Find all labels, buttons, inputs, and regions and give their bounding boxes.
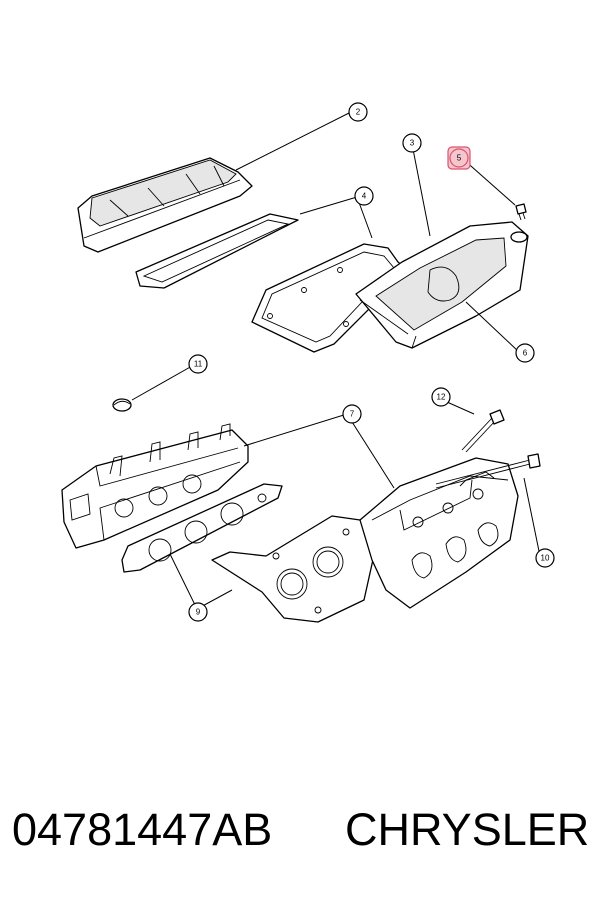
- callout-label-7: 7: [350, 410, 355, 419]
- callout-2: 2: [348, 102, 368, 122]
- part-number: 04781447AB: [12, 804, 273, 855]
- leader-lines: [131, 111, 541, 610]
- callout-label-4: 4: [362, 192, 367, 201]
- brand-name: CHRYSLER: [345, 804, 590, 855]
- head-gasket-right: [211, 515, 377, 623]
- callout-label-10: 10: [541, 554, 550, 563]
- callout-9: 9: [188, 602, 208, 622]
- callout-label-6: 6: [523, 349, 528, 358]
- callout-3: 3: [402, 133, 422, 153]
- head-gasket-left: [121, 483, 283, 573]
- callout-label-11: 11: [194, 360, 203, 369]
- cover-gasket-right: [251, 243, 409, 353]
- callout-label-5: 5: [457, 154, 462, 163]
- callout-10: 10: [535, 548, 555, 568]
- callout-label-3: 3: [410, 139, 415, 148]
- callout-11: 11: [188, 354, 208, 374]
- callout-label-9: 9: [196, 608, 201, 617]
- callout-label-2: 2: [356, 108, 361, 117]
- valve-cover-left: [77, 157, 253, 253]
- callout-6: 6: [515, 343, 535, 363]
- callout-12: 12: [431, 387, 451, 407]
- callout-5[interactable]: 5: [447, 146, 471, 170]
- callout-label-12: 12: [437, 393, 446, 402]
- callout-4: 4: [354, 186, 374, 206]
- head-bolt: [461, 409, 505, 453]
- head-stud: [435, 453, 541, 489]
- parts-diagram: 2 3 4 5 6 7 9 10 11 12: [61, 102, 555, 623]
- cylinder-head-left: [61, 423, 249, 549]
- plug: [112, 398, 132, 412]
- cylinder-head-right: [359, 457, 519, 609]
- valve-cover-right: [355, 221, 529, 349]
- cover-bolt: [515, 203, 527, 221]
- cover-gasket-left: [135, 213, 299, 289]
- callout-7: 7: [342, 404, 362, 424]
